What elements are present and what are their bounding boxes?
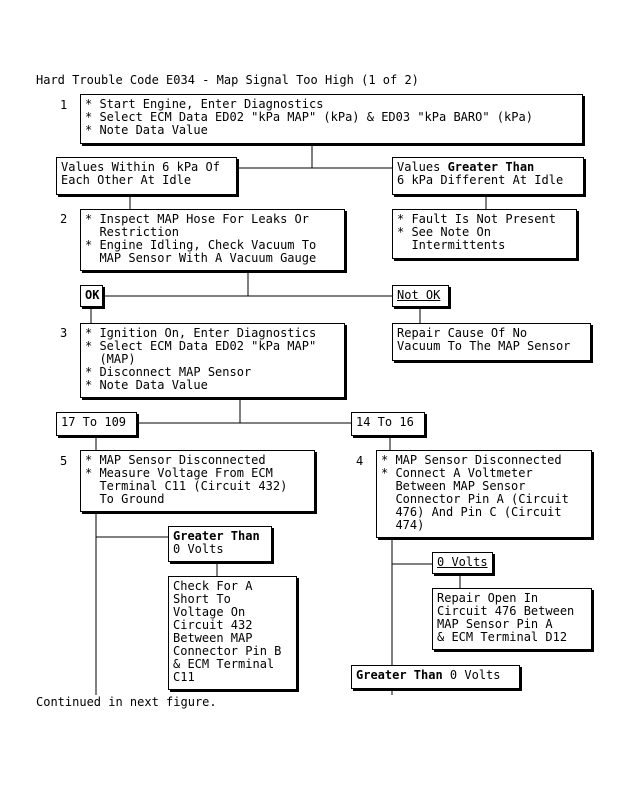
zero-volts-text: 0 Volts [442,668,501,682]
page-title: Hard Trouble Code E034 - Map Signal Too … [36,73,419,87]
range-17-to-109: 17 To 109 [56,412,137,436]
step-3-number: 3 [60,326,68,340]
greater-than-6kpa-box: Values Greater Than 6 kPa Different At I… [392,157,584,195]
repair-open-box: Repair Open In Circuit 476 Between MAP S… [432,588,592,650]
greater-than-0-volts-box: Greater Than 0 Volts [168,526,272,562]
zero-volts-text: 0 Volts [173,542,224,556]
ok-label: OK [80,285,103,307]
greater-than-0-volts-box-2: Greater Than 0 Volts [351,665,520,689]
greater-prefix: Values [397,160,448,174]
step-4-number: 4 [356,454,364,468]
greater-suffix: 6 kPa Different At Idle [397,173,564,187]
repair-vacuum-box: Repair Cause Of No Vacuum To The MAP Sen… [392,323,591,361]
step-3-box: * Ignition On, Enter Diagnostics * Selec… [80,323,345,398]
step-4-box: * MAP Sensor Disconnected * Connect A Vo… [376,450,592,538]
fault-not-present-box: * Fault Is Not Present * See Note On Int… [392,209,577,259]
step-5-box: * MAP Sensor Disconnected * Measure Volt… [80,450,315,512]
step-2-number: 2 [60,212,68,226]
step-1-number: 1 [60,98,68,112]
step-1-box: * Start Engine, Enter Diagnostics * Sele… [80,94,583,144]
check-short-box: Check For A Short To Voltage On Circuit … [168,576,297,690]
step-5-number: 5 [60,454,68,468]
continued-note: Continued in next figure. [36,695,217,709]
zero-volts-label: 0 Volts [432,552,493,574]
range-14-to-16: 14 To 16 [351,412,425,436]
step-2-box: * Inspect MAP Hose For Leaks Or Restrict… [80,209,345,271]
greater-than-label: Greater Than [447,160,535,174]
greater-than-label: Greater Than [173,529,260,543]
within-6kpa-box: Values Within 6 kPa Of Each Other At Idl… [56,157,237,195]
not-ok-label: Not OK [392,285,449,307]
greater-than-label: Greater Than [356,668,443,682]
